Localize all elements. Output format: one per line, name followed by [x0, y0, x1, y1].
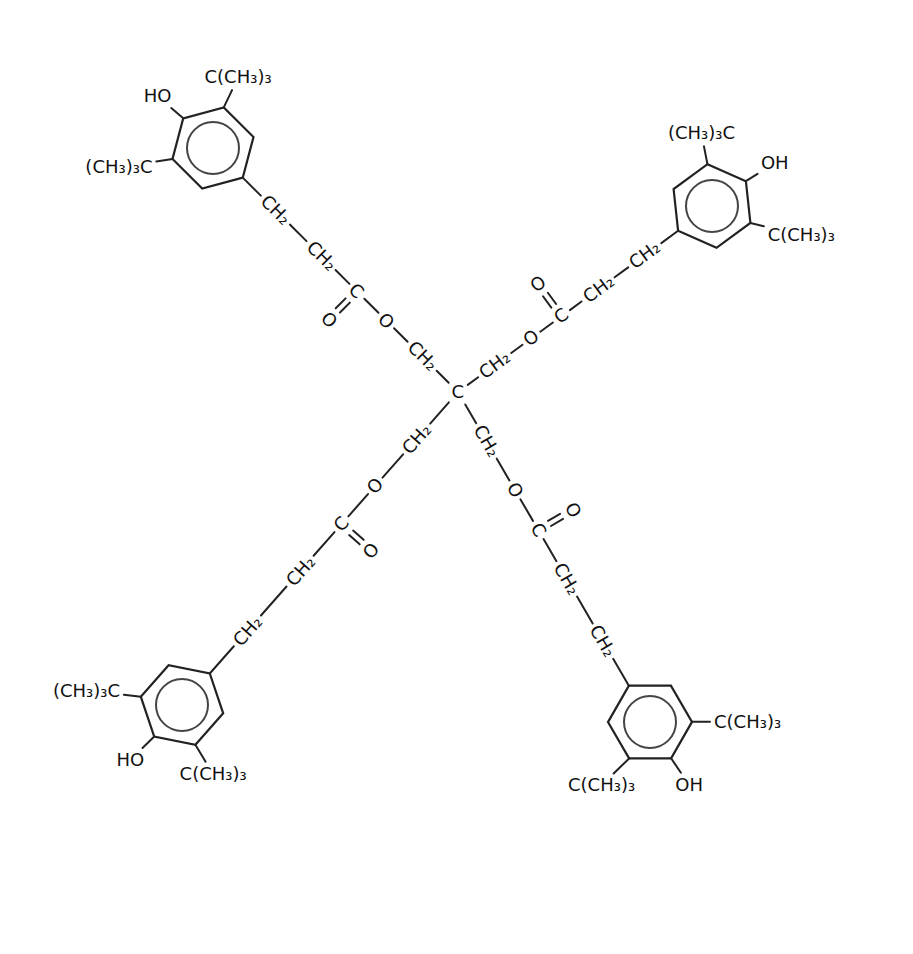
bond-line	[243, 178, 261, 196]
double-bond-line	[340, 303, 350, 313]
atom-label: CH₂	[257, 192, 293, 228]
atom-label: HO	[144, 87, 172, 105]
bond-line	[692, 721, 710, 723]
bond-line	[540, 322, 553, 331]
bond-line	[465, 404, 476, 423]
atom-label: C	[452, 383, 465, 401]
atom-label: CH₂	[476, 348, 514, 382]
double-bond-line	[551, 519, 563, 526]
double-bond-line	[349, 535, 360, 544]
aromatic-circle	[624, 696, 676, 748]
atom-label: O	[360, 539, 383, 562]
benzene-ring	[674, 164, 751, 248]
bond-line	[394, 328, 408, 341]
atom-label: CH₂	[551, 560, 583, 598]
bond-line	[348, 494, 368, 516]
bond-line	[124, 695, 141, 697]
bond-line	[577, 597, 593, 624]
atom-label: C(CH₃)₃	[205, 68, 272, 86]
atom-label: (CH₃)₃C	[85, 158, 152, 176]
bond-line	[615, 267, 629, 277]
atom-label: O	[520, 327, 542, 350]
bond-line	[613, 659, 629, 686]
bond-line	[520, 499, 532, 520]
benzene-ring	[608, 686, 692, 759]
bond-line	[314, 532, 335, 556]
atom-label: OH	[761, 154, 789, 172]
bond-line	[661, 231, 678, 243]
bond-line	[511, 345, 522, 353]
benzene-ring	[141, 665, 223, 745]
bond-line	[750, 223, 763, 226]
atom-label: CH₂	[579, 272, 617, 306]
atom-label: CH₂	[626, 238, 664, 272]
double-bond-line	[353, 531, 364, 540]
bond-line	[430, 402, 449, 423]
double-bond-line	[543, 296, 551, 307]
aromatic-circle	[156, 679, 208, 731]
bond-line	[437, 371, 449, 383]
double-bond-line	[548, 514, 560, 521]
aromatic-circle	[686, 180, 738, 232]
atom-label: CH₂	[282, 553, 318, 590]
atom-label: C(CH₃)₃	[768, 226, 835, 244]
atom-label: (CH₃)₃C	[668, 124, 735, 142]
bond-line	[224, 90, 232, 107]
bond-line	[210, 646, 234, 673]
atom-label: CH₂	[587, 622, 619, 660]
bond-line	[704, 146, 707, 164]
atom-label: CH₂	[303, 237, 339, 273]
bond-line	[614, 758, 629, 773]
double-bond-line	[336, 298, 346, 308]
bond-line	[468, 377, 478, 385]
bond-line	[336, 270, 350, 284]
atom-label: C	[330, 514, 352, 535]
bond-line	[261, 587, 287, 616]
bond-line	[746, 174, 758, 181]
atom-label: O	[562, 499, 585, 520]
bond-line	[195, 745, 205, 762]
atom-label: CH₂	[404, 338, 440, 374]
atom-label: OH	[675, 776, 703, 794]
atom-label: CH₂	[399, 420, 435, 457]
atom-label: C	[551, 305, 572, 327]
atom-label: CH₂	[470, 422, 502, 460]
atom-label: O	[375, 309, 398, 332]
atom-label: O	[364, 475, 387, 498]
bond-line	[142, 737, 154, 748]
bond-line	[671, 758, 681, 772]
atom-label: O	[504, 479, 527, 500]
atom-label: O	[317, 308, 340, 331]
bond-line	[156, 159, 172, 161]
atom-label: C(CH₃)₃	[714, 713, 781, 731]
bond-line	[383, 454, 404, 477]
atom-label: HO	[116, 751, 144, 769]
atom-label: CH₂	[230, 612, 266, 649]
atom-label: C(CH₃)₃	[180, 765, 247, 783]
bond-line	[570, 302, 582, 311]
atom-label: C(CH₃)₃	[568, 776, 635, 794]
aromatic-circle	[187, 122, 239, 174]
bond-line	[497, 459, 510, 481]
bond-line	[364, 299, 378, 313]
bond-line	[290, 225, 307, 242]
double-bond-line	[548, 293, 556, 304]
benzene-ring	[173, 107, 254, 188]
bond-line	[171, 108, 183, 118]
atom-label: C	[527, 520, 549, 540]
atom-label: C	[346, 280, 368, 302]
bond-line	[544, 539, 557, 561]
atom-label: (CH₃)₃C	[53, 682, 120, 700]
atom-label: O	[527, 273, 549, 296]
